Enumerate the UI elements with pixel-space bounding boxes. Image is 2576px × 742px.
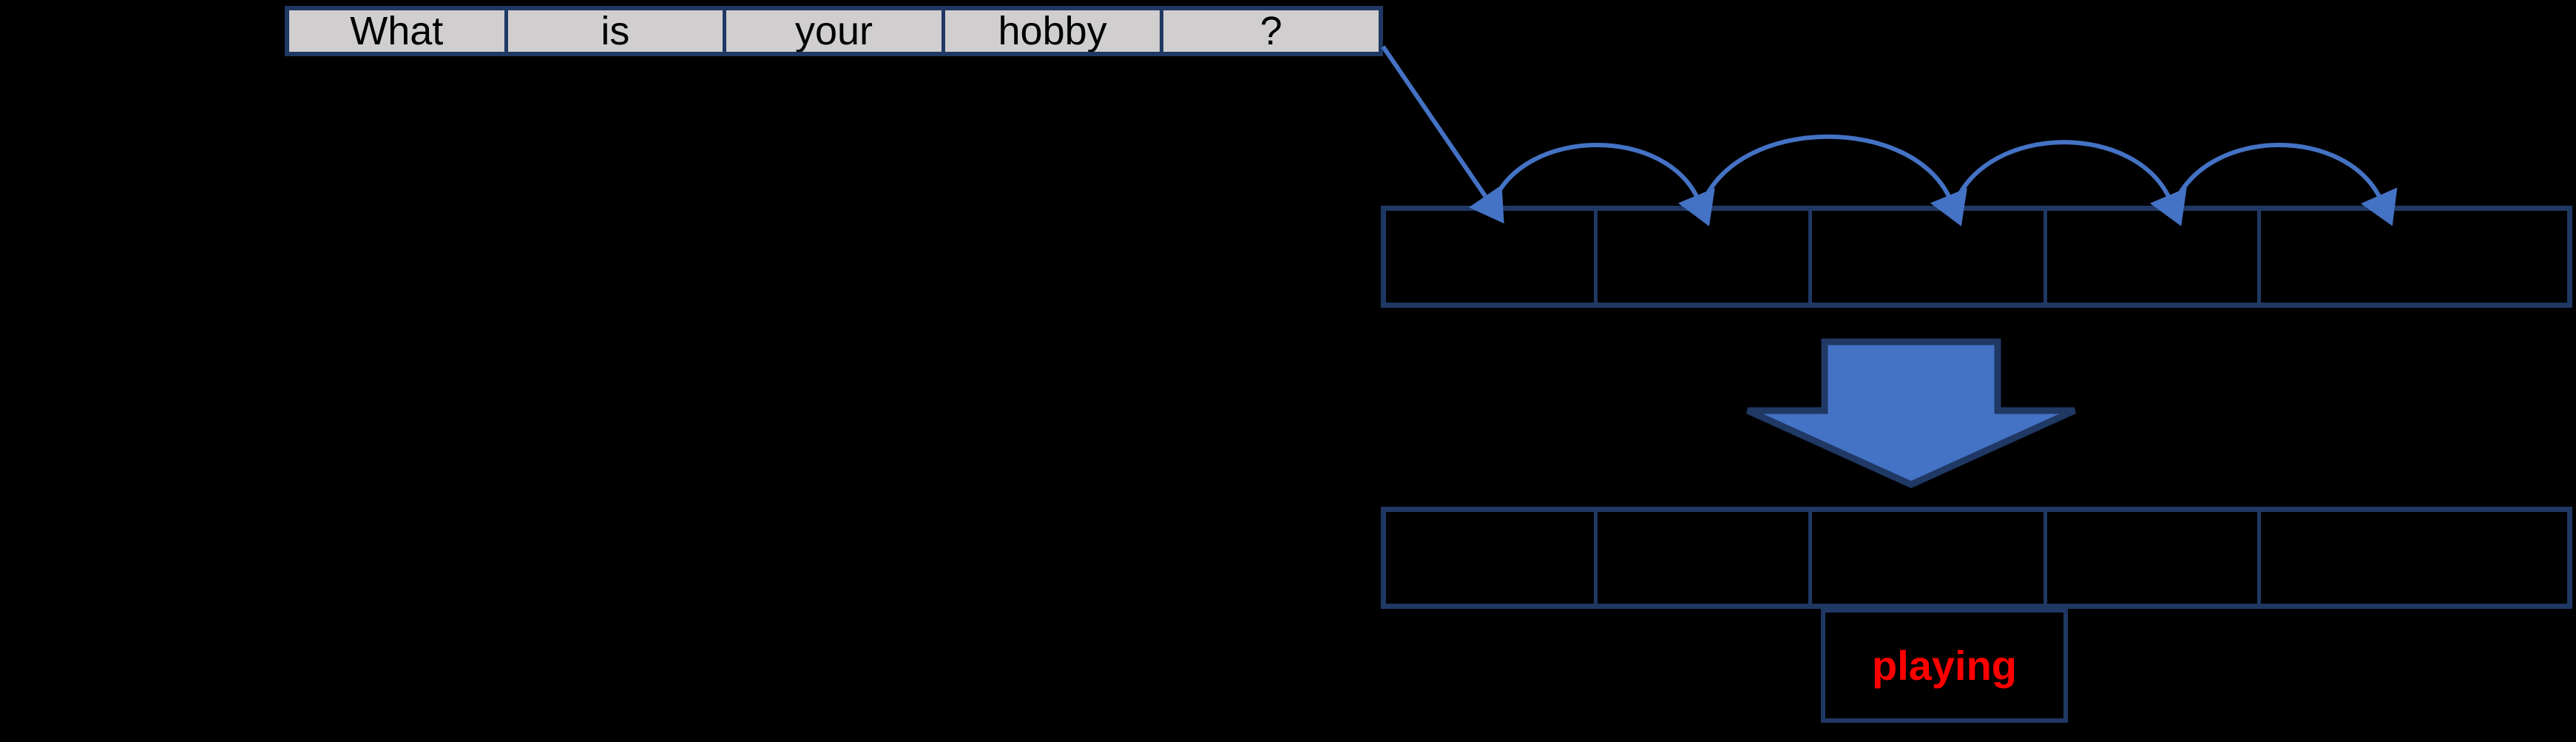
- decoder-state-cell-0[interactable]: [1386, 512, 1598, 604]
- big-down-arrow-icon: [1746, 338, 2076, 488]
- decoder-state-cell-1[interactable]: [1597, 512, 1812, 604]
- input-token-cell-4[interactable]: ?: [1163, 10, 1379, 52]
- input-token-cell-3[interactable]: hobby: [944, 10, 1164, 52]
- input-token-label-3: hobby: [998, 10, 1107, 52]
- input-token-label-1: is: [601, 10, 630, 52]
- encoder-state-cell-1[interactable]: [1597, 211, 1812, 303]
- decoder-state-cell-4[interactable]: [2260, 512, 2567, 604]
- input-token-label-4: ?: [1260, 10, 1282, 52]
- input-token-cell-0[interactable]: What: [289, 10, 508, 52]
- encoder-state-cell-3[interactable]: [2047, 211, 2261, 303]
- encoder-state-cell-0[interactable]: [1386, 211, 1598, 303]
- decoder-state-cell-3[interactable]: [2047, 512, 2261, 604]
- generated-word-cell[interactable]: playing: [1821, 608, 2068, 723]
- decoder-state-table: [1381, 507, 2572, 609]
- recurrent-hop-arrows: [1490, 134, 2398, 226]
- input-token-label-2: your: [794, 10, 873, 52]
- diagonal-feed-arrow: [1381, 45, 1504, 224]
- decoder-state-cell-2[interactable]: [1811, 512, 2048, 604]
- encoder-state-table: [1381, 206, 2572, 308]
- input-token-label-0: What: [350, 10, 444, 52]
- input-token-cell-1[interactable]: is: [507, 10, 727, 52]
- encoder-state-cell-4[interactable]: [2260, 211, 2567, 303]
- input-token-cell-2[interactable]: your: [726, 10, 945, 52]
- generated-word-label: playing: [1871, 642, 2018, 689]
- encoder-state-cell-2[interactable]: [1811, 211, 2048, 303]
- input-sentence-table: What is your hobby ?: [285, 6, 1383, 56]
